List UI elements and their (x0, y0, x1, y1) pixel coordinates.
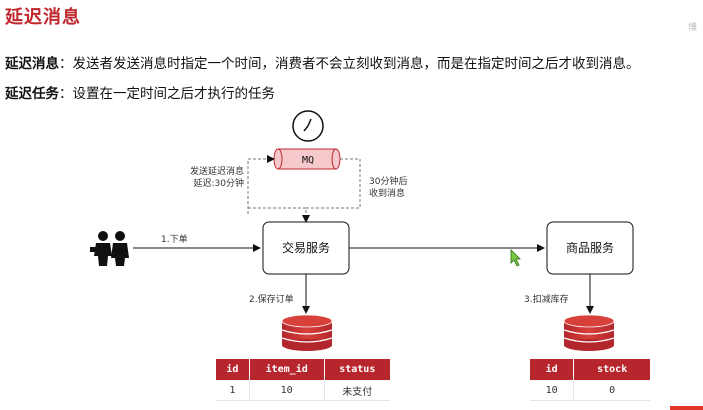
cursor-icon (510, 249, 521, 267)
mq-label: MQ (302, 155, 314, 166)
stock-table: id stock 10 0 (530, 359, 650, 401)
corner-tag: 博 (688, 23, 698, 33)
database-icon (563, 314, 615, 351)
table-header-row: id stock (530, 359, 650, 380)
column-header: id (530, 359, 574, 380)
definition-text: ：发送者发送消息时指定一个时间，消费者不会立刻收到消息，而是在指定时间之后才收到… (59, 56, 640, 72)
column-header: status (323, 359, 390, 380)
table-cell: 1 (216, 380, 250, 401)
column-header: stock (573, 359, 650, 380)
mq-queue: MQ (273, 148, 341, 170)
database-icon (281, 314, 333, 351)
send-note-line1: 发送延迟消息 (190, 165, 244, 177)
order-table: id item_id status 1 10 未支付 (216, 359, 390, 401)
accent-bar (670, 406, 703, 410)
table-row: 1 10 未支付 (216, 380, 390, 401)
table-header-row: id item_id status (216, 359, 390, 380)
definition-term: 延迟任务 (5, 86, 59, 102)
step1-label: 1.下单 (161, 233, 188, 245)
step2-label: 2.保存订单 (249, 293, 294, 305)
send-note-line2: 延迟:30分钟 (194, 177, 245, 189)
definition-text: ：设置在一定时间之后才执行的任务 (59, 86, 275, 102)
table-row: 10 0 (530, 380, 650, 401)
table-cell: 10 (248, 380, 325, 401)
receive-note-line2: 收到消息 (369, 187, 405, 199)
users-icon (90, 231, 129, 266)
delay-send-path (247, 155, 275, 214)
table-cell: 未支付 (323, 380, 390, 401)
table-cell: 10 (530, 380, 574, 401)
column-header: item_id (248, 359, 325, 380)
trade-service-label: 交易服务 (282, 240, 330, 255)
goods-service-label: 商品服务 (566, 240, 614, 255)
delay-receive-path (302, 158, 361, 223)
definition-delay-message: 延迟消息：发送者发送消息时指定一个时间，消费者不会立刻收到消息，而是在指定时间之… (5, 52, 640, 72)
column-header: id (216, 359, 250, 380)
definition-delay-task: 延迟任务：设置在一定时间之后才执行的任务 (5, 82, 275, 102)
step3-label: 3.扣减库存 (524, 293, 569, 305)
table-cell: 0 (573, 380, 650, 401)
receive-note-line1: 30分钟后 (369, 175, 407, 187)
page-title: 延迟消息 (5, 7, 81, 28)
definition-term: 延迟消息 (5, 56, 59, 72)
clock-icon (292, 110, 324, 142)
